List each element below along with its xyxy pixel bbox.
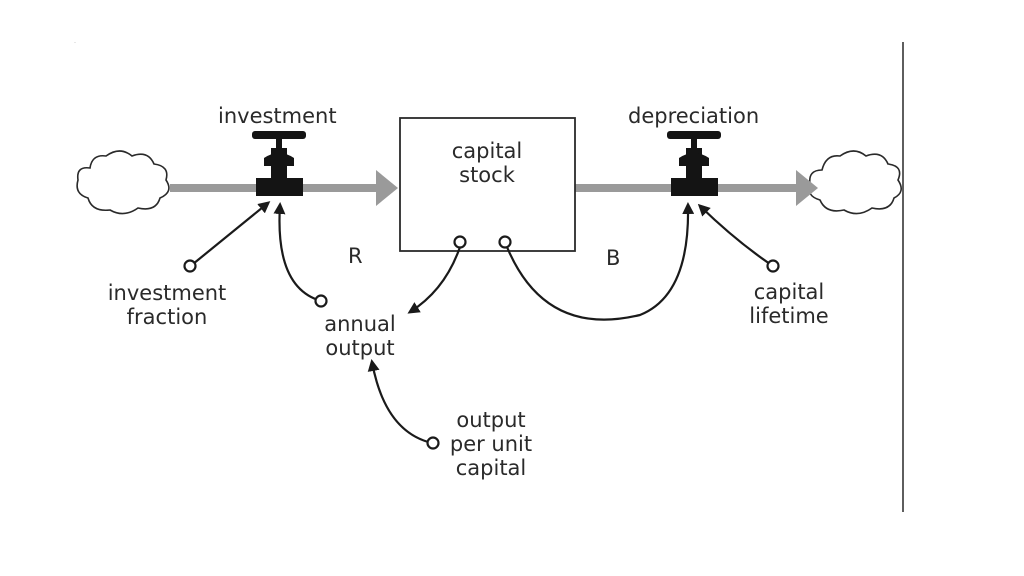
output-per-unit-capital-line1: output xyxy=(456,408,526,432)
capital-lifetime-line1: capital xyxy=(753,280,825,304)
capital-stock-line1: capital xyxy=(451,139,523,163)
capital-stock-label: capital stock xyxy=(447,139,527,187)
output-per-unit-capital-line2: per unit xyxy=(449,432,533,456)
output-per-unit-capital-line3: capital xyxy=(455,456,527,480)
stock-to-annual-output-link xyxy=(407,246,462,314)
output-per-unit-capital-connector xyxy=(426,436,440,450)
annual-output-line2: output xyxy=(325,336,395,360)
investment-fraction-to-investment-link xyxy=(192,201,271,265)
annual-output-line1: annual xyxy=(324,312,396,336)
capital-lifetime-to-depreciation-link xyxy=(697,203,771,265)
balancing-loop-marker: B xyxy=(606,246,621,270)
output-per-unit-capital-label: output per unit capital xyxy=(446,408,536,480)
capital-stock-box xyxy=(399,117,576,252)
annual-output-to-investment-link xyxy=(273,202,319,302)
source-cloud-icon xyxy=(76,150,170,215)
capital-stock-line2: stock xyxy=(459,163,515,187)
stock-connector-left xyxy=(453,235,467,249)
annual-output-connector xyxy=(314,294,328,308)
capital-lifetime-connector xyxy=(766,259,780,273)
stock-connector-right xyxy=(498,235,512,249)
reinforcing-loop-marker: R xyxy=(348,244,363,268)
annual-output-label: annual output xyxy=(318,312,402,360)
investment-fraction-line2: fraction xyxy=(126,305,208,329)
capital-lifetime-label: capital lifetime xyxy=(744,280,834,328)
investment-valve-icon xyxy=(252,131,306,196)
depreciation-valve-icon xyxy=(667,131,721,196)
investment-flow-label: investment xyxy=(218,104,337,128)
depreciation-flow-label: depreciation xyxy=(628,104,760,128)
sink-cloud-icon xyxy=(808,150,902,215)
investment-fraction-connector xyxy=(183,259,197,273)
inflow-arrow-icon xyxy=(376,170,398,206)
outflow-arrow-icon xyxy=(796,170,818,206)
investment-fraction-label: investment fraction xyxy=(102,281,232,329)
investment-fraction-line1: investment xyxy=(107,281,227,305)
stock-to-depreciation-link xyxy=(505,202,695,321)
capital-lifetime-line2: lifetime xyxy=(749,304,829,328)
output-per-unit-capital-to-annual-output-link xyxy=(367,359,433,445)
